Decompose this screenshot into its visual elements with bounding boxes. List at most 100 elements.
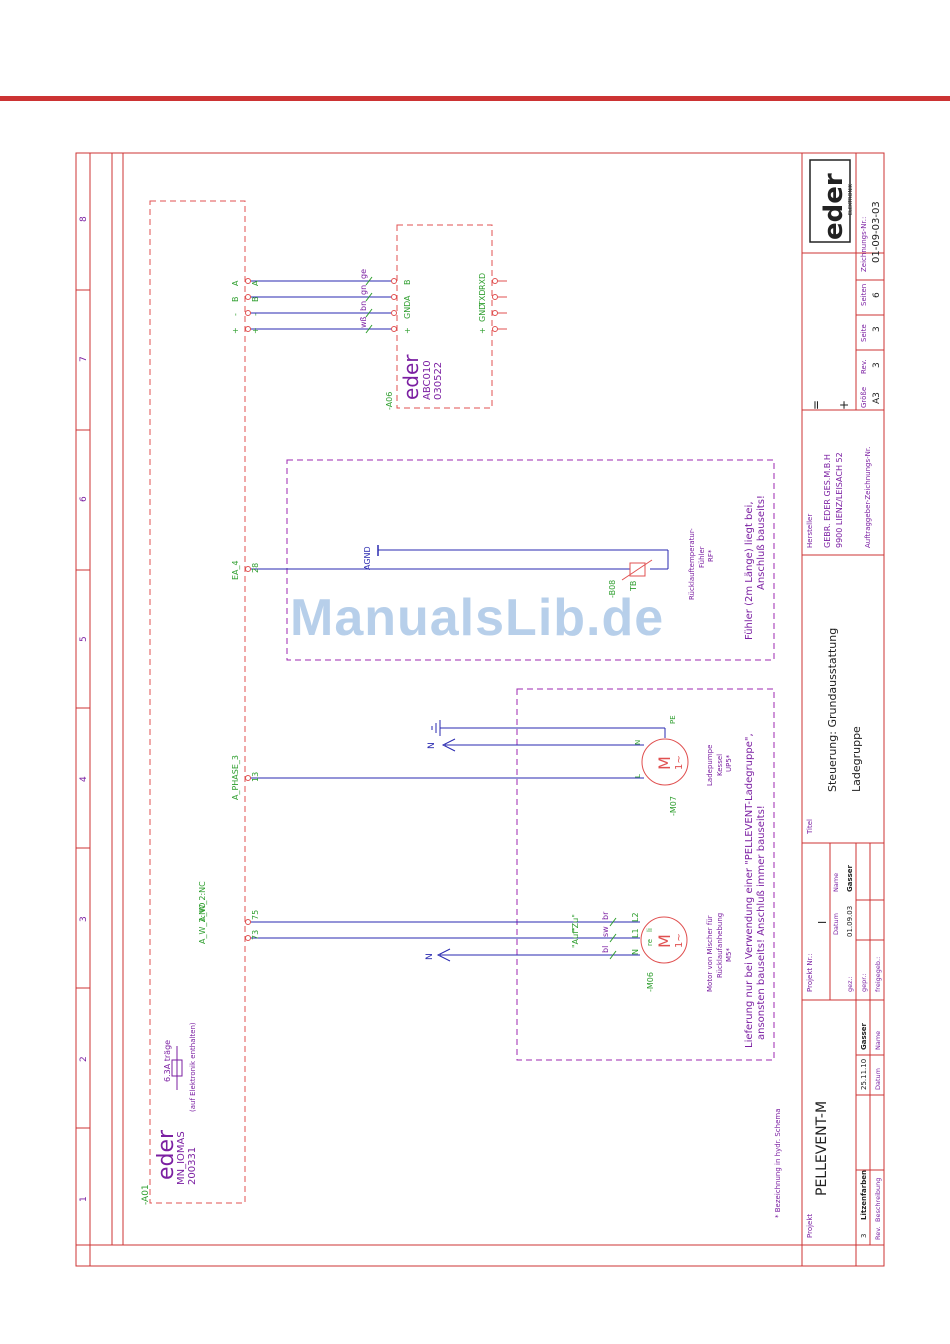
b08-box <box>286 459 775 661</box>
tb-seite-label: Seite <box>860 324 868 342</box>
m06-motor-m: M <box>655 934 674 948</box>
a06-brand: eder <box>399 354 423 400</box>
m06-ref: -M06 <box>646 972 655 992</box>
wire-color-gn: gn <box>359 285 368 295</box>
col-6: 6 <box>79 496 89 502</box>
tb-hersteller2: 9900 LIENZ/LEISACH 52 <box>835 452 844 548</box>
tb-titel1: Steuerung: Grundausstattung <box>826 628 839 792</box>
m06-color-bl: bl <box>601 946 610 953</box>
m07-term-l: L <box>634 774 642 778</box>
tb-beschr-label: Beschreibung <box>874 1178 882 1222</box>
m07-n-label: N <box>427 742 437 749</box>
bus-sig-plus: + <box>231 327 240 334</box>
bus-labels: A B - + A B - + ge gn bn wß B A GND + RX… <box>231 269 487 334</box>
a06-sig-txd: TXD <box>478 289 487 307</box>
bus-term-plus: + <box>251 327 260 334</box>
tb-rev: 3 <box>872 362 882 368</box>
wire-color-ws: wß <box>359 316 368 328</box>
tb-name2-label: Name <box>874 1031 882 1050</box>
m06-sig2: A_W_2:NO <box>198 903 207 944</box>
tb-groesse-label: Größe <box>860 387 868 408</box>
tb-seiten: 6 <box>872 292 882 298</box>
tb-rev-col-label: Rev. <box>874 1226 882 1240</box>
tb-seite: 3 <box>872 326 882 332</box>
wire-color-bn: bn <box>359 301 368 311</box>
bus-term-a: A <box>251 280 260 286</box>
m06-color-sw: sw <box>601 926 610 937</box>
b08-tb: TB <box>629 581 638 592</box>
ladegruppe-box <box>516 688 775 1061</box>
m07-term-pe: PE <box>669 715 677 724</box>
a06-pin-plus: + <box>403 327 412 334</box>
m06-zu: "Zu" <box>571 914 580 932</box>
tb-auftraggeber: Auftraggeber-Zeichnungs-Nr. <box>864 447 872 548</box>
a06-box <box>396 224 493 409</box>
m06-n-label: N <box>425 953 435 960</box>
tb-seiten-label: Seiten <box>860 284 868 306</box>
fuse-symbol <box>171 1046 183 1090</box>
m07-motor <box>641 738 689 786</box>
a01-number: 200331 <box>187 1147 198 1185</box>
m06-pin73: 73 <box>251 930 260 940</box>
m06-auf: "Auf" <box>571 927 580 948</box>
b08-agnd: AGND <box>363 546 372 570</box>
a06-ref: -A06 <box>385 392 394 410</box>
a06-sig-gnd: GND <box>478 304 487 322</box>
tb-projektnr-label: Projekt Nr.: <box>806 954 814 992</box>
column-numbers: 8 7 6 5 4 3 2 1 <box>79 216 89 1202</box>
bus-sig-minus: - <box>231 313 240 316</box>
bus-wire-breaks <box>365 276 373 334</box>
m06-note1: Lieferung nur bei Verwendung einer "PELL… <box>744 733 755 1048</box>
b08-signal: EA_4 <box>231 560 240 580</box>
title-block-text: Projekt PELLEVENT-M Projekt Nr.: I Titel… <box>806 201 882 1240</box>
m06-color-br: br <box>601 911 610 920</box>
a06-model: ABC010 <box>422 360 433 400</box>
logo-sub: ELEKTRONIK <box>848 183 854 215</box>
m07-motor-m: M <box>655 756 674 770</box>
tb-freig-label: freigegeb.: <box>874 957 882 992</box>
m06-sig1: A_W_2:NC <box>198 881 207 922</box>
tb-equal: = <box>809 400 823 410</box>
bus-term-b: B <box>251 297 260 303</box>
b08-desc3: RF* <box>707 549 715 562</box>
tb-groesse: A3 <box>872 392 882 404</box>
m06-pin75: 75 <box>251 910 260 920</box>
col-8: 8 <box>79 216 89 222</box>
wire-color-ge: ge <box>359 269 368 279</box>
m07-motor-phase: 1~ <box>674 755 685 770</box>
ground-symbol <box>431 720 441 736</box>
title-block-lines <box>801 153 884 1266</box>
a01-ref: -A01 <box>141 1184 151 1205</box>
tb-projekt-label: Projekt <box>806 1214 814 1238</box>
a01-brand: eder <box>154 1129 179 1180</box>
col-4: 4 <box>79 776 89 782</box>
m06-desc3: M5* <box>725 948 733 962</box>
drawing-frame <box>75 152 885 1267</box>
tb-titel-label: Titel <box>806 819 814 835</box>
bus-terminals <box>245 278 498 332</box>
a06-number: 030522 <box>433 362 444 400</box>
a06-right-stubs <box>497 280 507 330</box>
b08-desc2: Fühler <box>698 546 706 568</box>
a01-fuse: 6.3A träge <box>163 1040 172 1082</box>
tb-rev-no: 3 <box>860 1234 868 1238</box>
bus-term-minus: - <box>251 313 260 316</box>
tb-hersteller1: GEBR. EDER GES.M.B.H <box>823 454 832 548</box>
logo-text: eder <box>819 173 849 240</box>
m06-term-n: N <box>631 949 640 955</box>
col-5: 5 <box>79 636 89 642</box>
tb-datum-label: Datum <box>832 913 840 935</box>
a06-pin-gnd: GND <box>403 301 412 319</box>
tb-titel2: Ladegruppe <box>850 726 863 792</box>
b08-note2: Anschluß bauseits! <box>756 495 767 590</box>
a06-pin-b: B <box>403 280 412 286</box>
tb-rev-name: Gasser <box>860 1022 868 1050</box>
a01-labels: -A01 eder MN_IOMAS 200331 6.3A träge (au… <box>141 1022 198 1205</box>
header-bar <box>0 96 950 101</box>
b08-ref: -B08 <box>608 580 617 598</box>
tb-zeichnr: 01-09-03-03 <box>871 201 882 263</box>
col-3: 3 <box>79 916 89 922</box>
tb-rev-desc: Litzenfarben <box>860 1170 868 1220</box>
a06-sig-rxd: RXD <box>478 273 487 290</box>
m06-wires <box>248 921 640 956</box>
